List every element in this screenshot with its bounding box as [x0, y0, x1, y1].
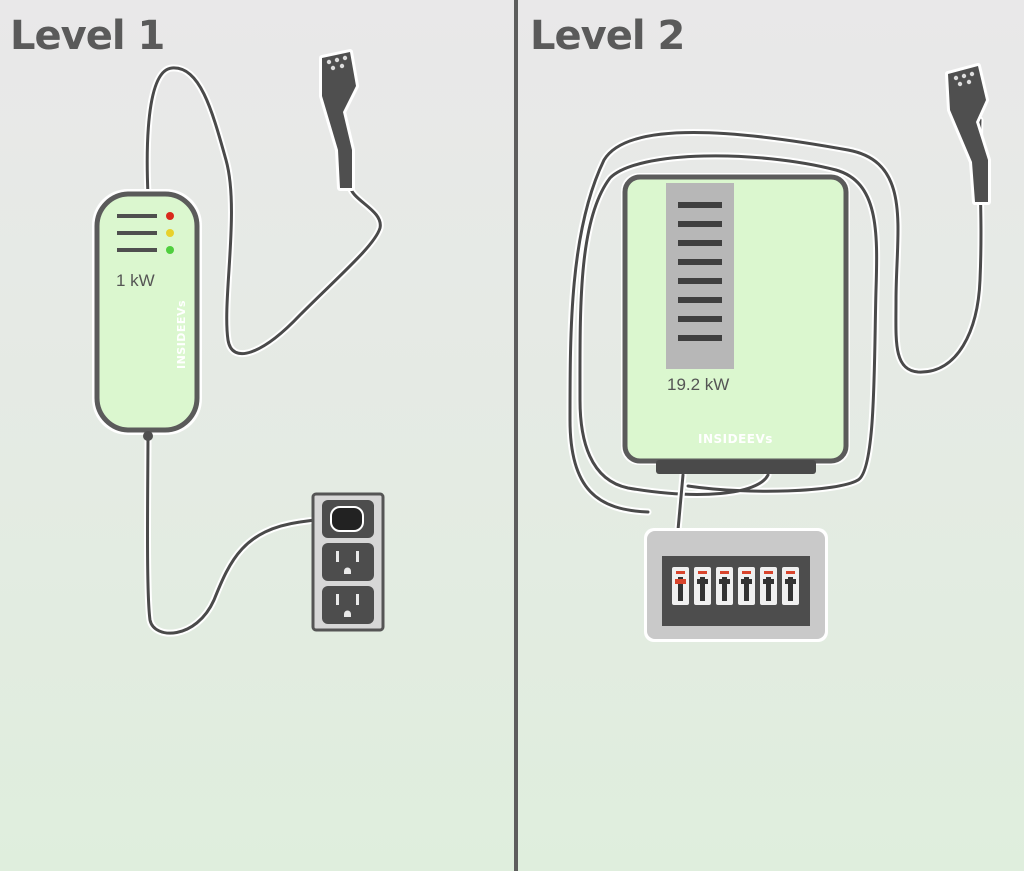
red-status-light — [166, 212, 174, 220]
level1-panel: Level 1 1 kW INSIDEEVs — [10, 13, 385, 637]
panel-divider — [514, 0, 518, 871]
level2-illustration — [566, 63, 991, 642]
wall-outlet — [311, 492, 385, 632]
yellow-status-light — [166, 229, 174, 237]
breaker-panel — [644, 528, 828, 642]
level1-power-label: 1 kW — [116, 271, 155, 290]
level2-charger-unit — [621, 173, 850, 474]
level1-ev-plug-icon — [319, 49, 359, 191]
level2-power-label: 19.2 kW — [667, 375, 730, 394]
level2-brand-logo: INSIDEEVs — [698, 432, 773, 446]
level1-illustration — [92, 49, 385, 635]
level1-brand-logo: INSIDEEVs — [175, 299, 189, 370]
level2-title: Level 2 — [530, 13, 685, 59]
level1-title: Level 1 — [10, 13, 165, 59]
level2-panel: Level 2 19.2 kW INSIDEEVs — [518, 0, 1024, 871]
level2-ev-plug-icon — [945, 63, 991, 205]
level1-charger-unit — [92, 189, 202, 441]
green-status-light — [166, 246, 174, 254]
